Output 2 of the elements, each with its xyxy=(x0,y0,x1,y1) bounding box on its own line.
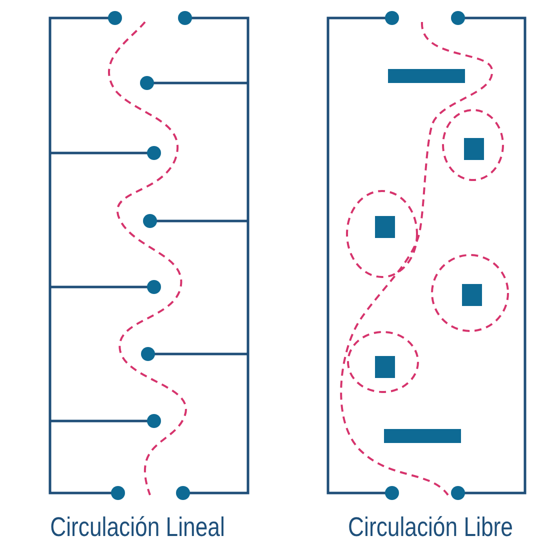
plan-caption: Circulación Lineal xyxy=(49,512,226,543)
plan-caption: Circulación Libre xyxy=(347,512,514,543)
